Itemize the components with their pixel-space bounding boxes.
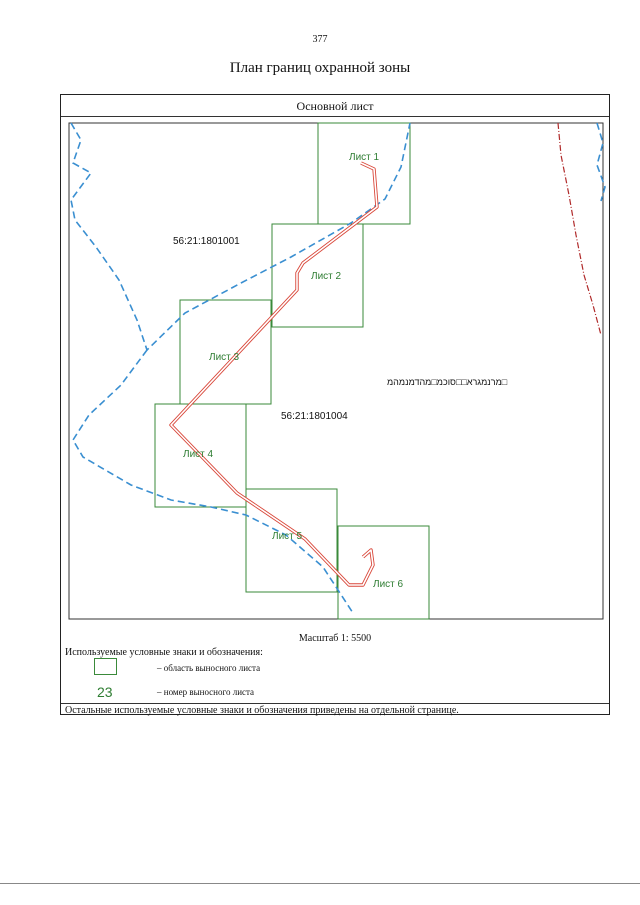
sheet-label-1: Лист 1 (349, 152, 380, 163)
scale-label: Масштаб 1: 5500 (298, 633, 372, 644)
sheet-label-3: Лист 3 (209, 352, 240, 363)
sheet-boxes (154, 122, 430, 620)
sheet-box-6[interactable] (337, 525, 430, 620)
legend-area-label: – область выносного листа (157, 663, 261, 673)
garbled-label: מרנמגרא□□סוכמ□מהדמנמהמ□ (387, 377, 508, 387)
parcel-label-1: 56:21:1801001 (173, 236, 240, 247)
parcel-label-2: 56:21:1801004 (281, 411, 348, 422)
sheet-box-2[interactable] (271, 223, 364, 328)
sheet-box-5[interactable] (245, 488, 338, 593)
parcel-boundaries (70, 122, 606, 614)
sheet-box-1[interactable] (317, 122, 411, 225)
sheet-label-5: Лист 5 (272, 531, 303, 542)
plan-frame: Основной лист 56:21:1801001 (60, 94, 610, 716)
route-line (169, 161, 379, 587)
page-number: 377 (312, 34, 328, 45)
sheet-label-2: Лист 2 (311, 271, 342, 282)
main-sheet-label: Основной лист (296, 99, 374, 113)
map-canvas: 56:21:1801001 56:21:1801004 מרנמגרא□□סוכ… (68, 122, 606, 620)
boundary-line-b (72, 349, 354, 614)
page-bottom-line (0, 883, 640, 884)
sheet-box-4[interactable] (154, 403, 247, 508)
legend-title: Используемые условные знаки и обозначени… (65, 647, 263, 658)
rail-line (557, 122, 602, 336)
sheet-label-4: Лист 4 (183, 449, 214, 460)
map-border (68, 122, 604, 620)
boundary-line-c (596, 122, 606, 202)
divider (61, 116, 609, 117)
divider-footer (61, 703, 609, 704)
legend-sheet-area-swatch (94, 658, 117, 675)
page-title: План границ охранной зоны (229, 60, 411, 76)
legend-number-label: – номер выносного листа (157, 687, 255, 697)
footer-note: Остальные используемые условные знаки и … (65, 705, 459, 716)
boundary-line-a (70, 122, 411, 352)
legend-sample-number: 23 (97, 684, 113, 700)
sheet-label-6: Лист 6 (373, 579, 404, 590)
sheet-labels: Лист 1 Лист 2 Лист 3 Лист 4 Лист 5 Лист … (183, 152, 404, 590)
